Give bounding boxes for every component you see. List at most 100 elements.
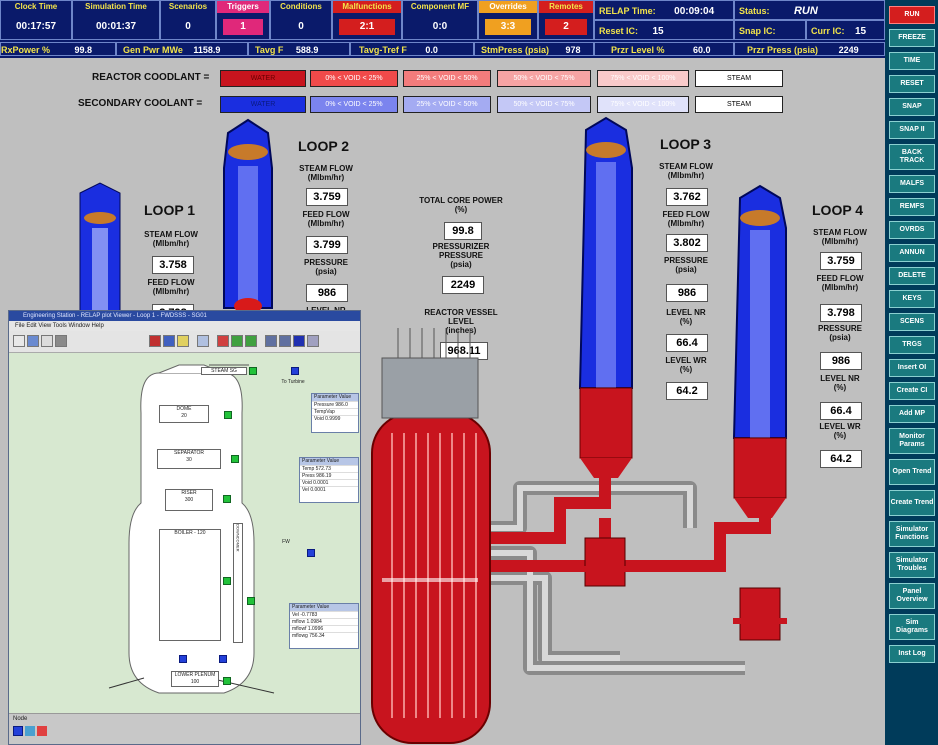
fw-indicator — [307, 549, 315, 557]
triggers-label: Triggers — [217, 1, 269, 13]
sidebar-button-reset[interactable]: RESET — [889, 75, 935, 93]
sidebar-button-monitor-params[interactable]: Monitor Params — [889, 428, 935, 454]
curr-ic-value: 15 — [854, 26, 867, 37]
status-node-label: Node — [13, 716, 28, 722]
component-mf-cell[interactable]: Component MF 0:0 — [402, 0, 478, 40]
print-icon[interactable] — [55, 335, 67, 347]
grid-icon[interactable] — [265, 335, 277, 347]
sidebar-button-open-trend[interactable]: Open Trend — [889, 459, 935, 485]
loop3-level-wr-label: LEVEL WR(%) — [665, 356, 707, 374]
sidebar-button-create-trend[interactable]: Create Trend — [889, 490, 935, 516]
step-icon[interactable] — [245, 335, 257, 347]
boiler-node[interactable]: BOILER - 120 — [159, 529, 221, 641]
conditions-label: Conditions — [280, 2, 322, 11]
plant-schematic — [79, 116, 787, 744]
triggers-cell[interactable]: Triggers 1 — [216, 0, 270, 40]
sidebar-button-run[interactable]: RUN — [889, 6, 935, 24]
sidebar-button-remfs[interactable]: REMFS — [889, 198, 935, 216]
loop4-level-wr-label: LEVEL WR(%) — [819, 422, 861, 440]
loop2-feed-flow-value: 3.799 — [306, 236, 348, 254]
tavg-readout: Tavg F 588.9 — [248, 42, 350, 56]
conditions-value: 0 — [298, 21, 304, 32]
reset-ic-cell: Reset IC: 15 — [594, 20, 734, 40]
malfunctions-cell[interactable]: Malfunctions 2:1 — [332, 0, 402, 40]
zoom-icon[interactable] — [163, 335, 175, 347]
play-icon[interactable] — [231, 335, 243, 347]
sidebar-button-simulator-troubles[interactable]: Simulator Troubles — [889, 552, 935, 578]
core-power-value: 99.8 — [444, 222, 482, 240]
sidebar-button-scens[interactable]: SCENS — [889, 313, 935, 331]
reset-ic-value: 15 — [652, 26, 664, 37]
remotes-cell[interactable]: Remotes 2 — [538, 0, 594, 40]
sidebar-button-create-ci[interactable]: Create CI — [889, 382, 935, 400]
chart-icon[interactable] — [197, 335, 209, 347]
secondary-legend-swatch-2: 25% < VOID < 50% — [403, 96, 491, 113]
sidebar-button-annun[interactable]: ANNUN — [889, 244, 935, 262]
new-icon[interactable] — [13, 335, 25, 347]
loop4-feed-flow-value: 3.798 — [820, 304, 862, 322]
overrides-value: 3:3 — [485, 19, 531, 35]
loop2-title: LOOP 2 — [298, 138, 350, 154]
sidebar-button-inst-log[interactable]: Inst Log — [889, 645, 935, 663]
conditions-cell[interactable]: Conditions 0 — [270, 0, 332, 40]
vessel-level-value: 968.11 — [440, 342, 488, 360]
tavg-label: Tavg F — [255, 45, 284, 55]
sidebar-button-snap-ii[interactable]: SNAP II — [889, 121, 935, 139]
stop-icon[interactable] — [217, 335, 229, 347]
scenarios-cell[interactable]: Scenarios 0 — [160, 0, 216, 40]
sidebar-button-delete[interactable]: DELETE — [889, 267, 935, 285]
relap-plot-viewer-window[interactable]: Engineering Station - RELAP plot Viewer … — [8, 310, 361, 745]
sidebar-button-add-mp[interactable]: Add MP — [889, 405, 935, 423]
downcomer-node[interactable]: DOWNCOMER — [233, 523, 243, 643]
sidebar-button-insert-oi[interactable]: Insert OI — [889, 359, 935, 377]
steam-generator-loop3 — [578, 116, 633, 478]
component-mf-value: 0:0 — [432, 21, 448, 32]
sidebar-button-panel-overview[interactable]: Panel Overview — [889, 583, 935, 609]
table-icon[interactable] — [279, 335, 291, 347]
save-icon[interactable] — [41, 335, 53, 347]
przr-level-label: Przr Level % — [611, 45, 665, 55]
settings-icon[interactable] — [307, 335, 319, 347]
remotes-label: Remotes — [539, 1, 593, 13]
sidebar-button-malfs[interactable]: MALFS — [889, 175, 935, 193]
pressurizer-pressure-value: 2249 — [442, 276, 484, 294]
record-icon[interactable] — [149, 335, 161, 347]
sidebar-button-freeze[interactable]: FREEZE — [889, 29, 935, 47]
sim-time-label: Simulation Time — [85, 2, 147, 11]
steam-sg-label: STEAM SG — [201, 367, 247, 375]
stmpress-readout: StmPress (psia) 978 — [474, 42, 594, 56]
reactor-legend-swatch-1: 0% < VOID < 25% — [310, 70, 398, 87]
sidebar-button-keys[interactable]: KEYS — [889, 290, 935, 308]
sg-flow-table: Parameter Value Vel -0.7783 mflow 1.0984… — [289, 603, 359, 649]
display-icon[interactable] — [293, 335, 305, 347]
sim-time-cell: Simulation Time 00:01:37 — [72, 0, 160, 40]
window-menu-bar[interactable]: File Edit View Tools Window Help — [9, 321, 360, 331]
reactor-legend-swatch-4: 75% < VOID < 100% — [597, 70, 689, 87]
sidebar-button-sim-diagrams[interactable]: Sim Diagrams — [889, 614, 935, 640]
sidebar-button-ovrds[interactable]: OVRDS — [889, 221, 935, 239]
sidebar-button-back-track[interactable]: BACK TRACK — [889, 144, 935, 170]
run-status-value: RUN — [793, 5, 818, 17]
sidebar-button-snap[interactable]: SNAP — [889, 98, 935, 116]
window-status-bar: Node — [9, 713, 360, 744]
tavg-tref-label: Tavg-Tref F — [359, 45, 407, 55]
window-title[interactable]: Engineering Station - RELAP plot Viewer … — [9, 311, 360, 321]
open-icon[interactable] — [27, 335, 39, 347]
sidebar-button-simulator-functions[interactable]: Simulator Functions — [889, 521, 935, 547]
loop3-title: LOOP 3 — [660, 136, 712, 152]
reactor-legend-swatch-2: 25% < VOID < 50% — [403, 70, 491, 87]
run-status-label: Status: — [739, 6, 770, 16]
clock-time-value: 00:17:57 — [15, 21, 57, 32]
lower-plenum-indicator — [223, 677, 231, 685]
sidebar-button-trgs[interactable]: TRGS — [889, 336, 935, 354]
sidebar-button-time[interactable]: TIME — [889, 52, 935, 70]
lower-plenum-node[interactable]: LOWER PLENUM 100 — [171, 671, 219, 687]
folder-icon[interactable] — [177, 335, 189, 347]
scenarios-label: Scenarios — [168, 2, 208, 11]
overrides-cell[interactable]: Overrides 3:3 — [478, 0, 538, 40]
secondary-coolant-legend-label: SECONDARY COOLANT = — [78, 98, 203, 109]
